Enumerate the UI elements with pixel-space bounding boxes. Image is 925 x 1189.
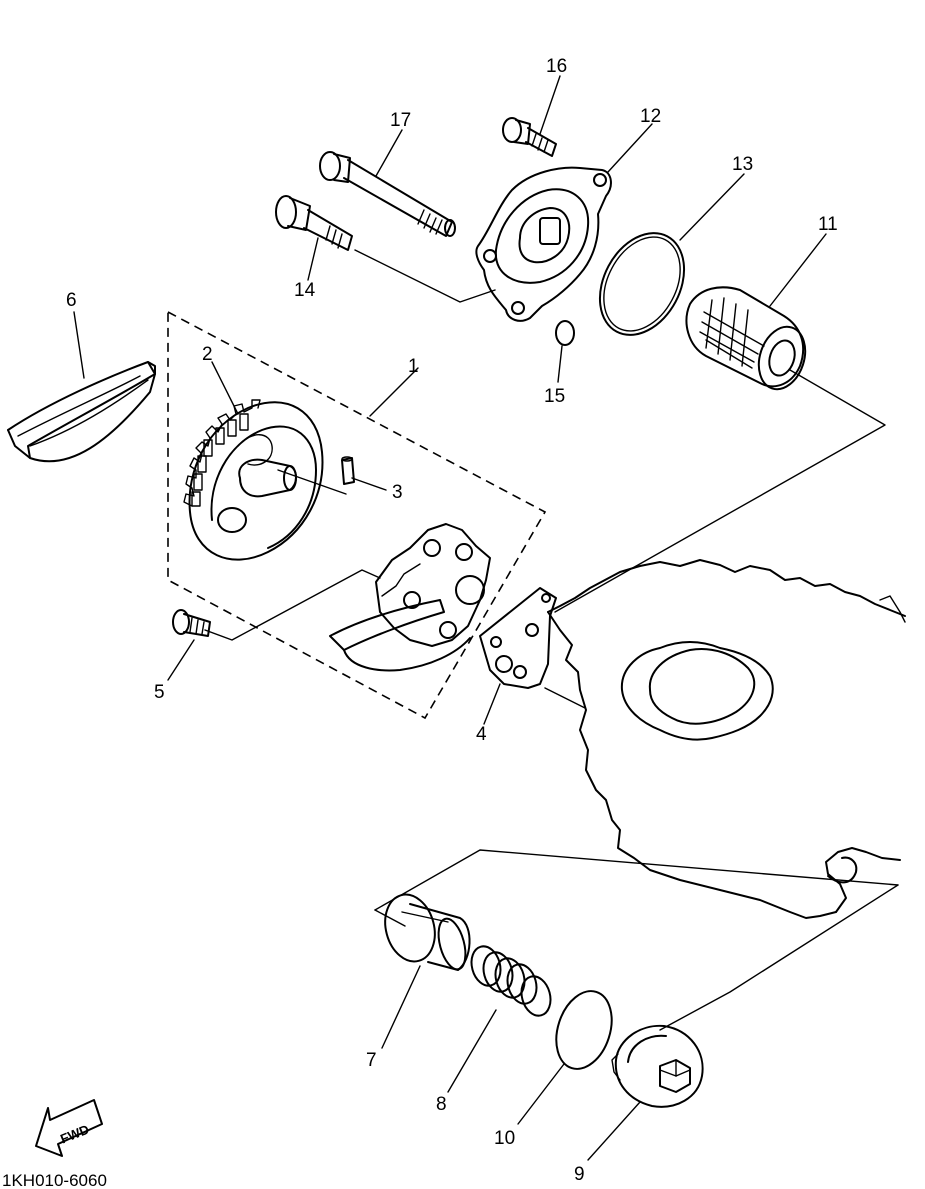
part-number-6: 6	[66, 290, 77, 311]
part-number-9: 9	[574, 1164, 585, 1185]
part-2-pump-gear	[183, 399, 347, 561]
part-number-5: 5	[154, 682, 165, 703]
part-3-pin	[341, 456, 355, 485]
oil-pump-body	[329, 523, 491, 672]
part-number-7: 7	[366, 1050, 377, 1071]
number-leaders	[73, 75, 827, 1161]
part-number-3: 3	[392, 482, 403, 503]
part-9-drain-plug	[611, 1024, 704, 1108]
part-number-8: 8	[436, 1094, 447, 1115]
part-8-spring	[470, 945, 552, 1017]
part-4-gasket	[479, 587, 557, 689]
part-13-o-ring	[598, 232, 686, 336]
connection-lines	[204, 249, 899, 1031]
part-5-screw	[172, 609, 211, 637]
part-17-long-bolt	[319, 151, 456, 237]
part-15-small-o-ring	[555, 320, 575, 346]
part-number-12: 12	[640, 106, 661, 127]
part-number-16: 16	[546, 56, 567, 77]
part-number-17: 17	[390, 110, 411, 131]
part-number-15: 15	[544, 386, 565, 407]
part-14-short-bolt	[275, 195, 353, 251]
part-12-filter-cover	[475, 166, 612, 322]
part-number-14: 14	[294, 280, 316, 301]
part-6-pipe	[7, 361, 156, 463]
part-number-10: 10	[494, 1128, 515, 1149]
part-number-1: 1	[408, 356, 419, 377]
fwd-arrow-icon: FWD	[35, 1099, 103, 1157]
part-16-bolt	[502, 117, 557, 157]
part-number-11: 11	[818, 214, 838, 235]
oil-pump-assembly-outline	[167, 310, 547, 720]
part-number-13: 13	[732, 154, 753, 175]
part-number-2: 2	[202, 344, 213, 365]
crankcase-outline	[547, 559, 906, 919]
part-numbers: 1 2 3 4 5 6 7 8 9 10 11 12 13 14 15 16 1…	[66, 56, 838, 1185]
part-10-o-ring	[555, 990, 613, 1070]
drawing-code: 1KH010-6060	[2, 1171, 107, 1189]
part-7-strainer	[384, 893, 471, 971]
part-number-4: 4	[476, 724, 487, 745]
part-11-oil-filter	[685, 286, 807, 391]
fwd-label: FWD	[58, 1122, 91, 1147]
